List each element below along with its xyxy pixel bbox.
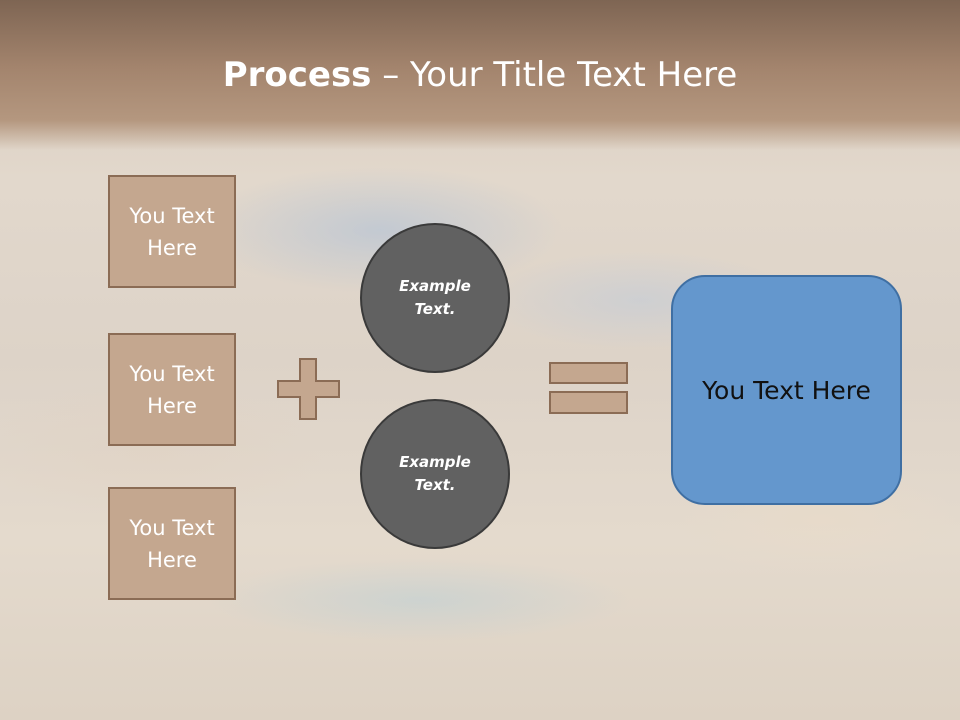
example-circle-2-line1: Example <box>399 453 471 471</box>
input-box-1-line1: You Text <box>129 203 215 228</box>
result-box-label: You Text Here <box>702 375 871 405</box>
example-circle-2-line2: Text. <box>414 476 456 494</box>
title-banner <box>0 0 960 150</box>
title-bold: Process <box>222 55 372 95</box>
input-box-2-line1: You Text <box>129 361 215 386</box>
slide-title: Process – Your Title Text Here <box>0 52 960 98</box>
input-box-1-line2: Here <box>147 235 197 260</box>
input-box-3-line1: You Text <box>129 515 215 540</box>
example-circle-1-line2: Text. <box>414 300 456 318</box>
input-box-3-line2: Here <box>147 547 197 572</box>
plus-icon <box>277 358 340 420</box>
example-circle-1-line1: Example <box>399 277 471 295</box>
input-box-2-line2: Here <box>147 393 197 418</box>
result-box: You Text Here <box>671 275 902 505</box>
equals-icon <box>549 362 628 414</box>
title-rest: – Your Title Text Here <box>371 55 738 95</box>
